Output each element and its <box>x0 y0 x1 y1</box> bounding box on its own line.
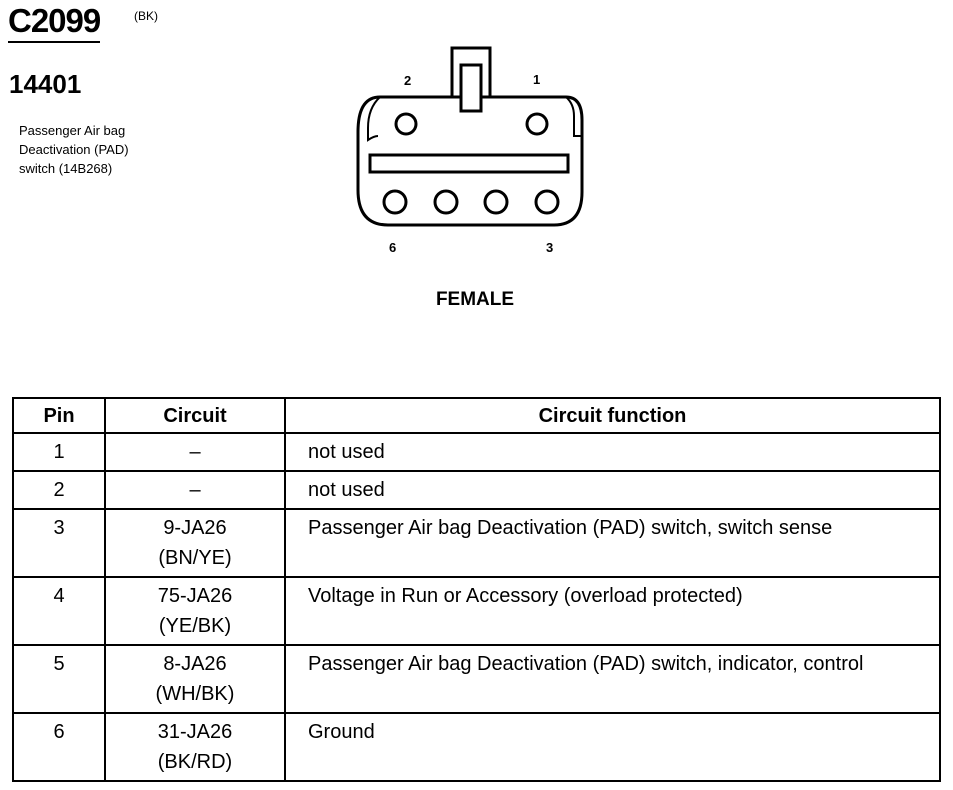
pin-cell: 4 <box>12 576 106 646</box>
function-cell: Passenger Air bag Deactivation (PAD) swi… <box>284 644 941 714</box>
pin-cavity-2 <box>394 112 418 136</box>
description-line-1: Passenger Air bag <box>19 123 126 138</box>
table-row: 1 – not used <box>12 432 941 472</box>
circuit-cell: 75-JA26 (YE/BK) <box>104 576 286 646</box>
wire-color: (BK/RD) <box>157 751 233 773</box>
circuit-cell: 31-JA26 (BK/RD) <box>104 712 286 782</box>
part-number: 14401 <box>9 69 82 99</box>
face-label-pin-6: 6 <box>389 240 396 255</box>
function-cell: not used <box>284 470 941 510</box>
table-row: 2 – not used <box>12 470 941 510</box>
header-circuit: Circuit <box>104 397 286 434</box>
table-row: 3 9-JA26 (BN/YE) Passenger Air bag Deact… <box>12 508 941 578</box>
face-label-pin-3: 3 <box>546 240 553 255</box>
face-label-pin-1: 1 <box>533 72 540 87</box>
circuit-id: – <box>189 479 201 501</box>
wire-color: (YE/BK) <box>158 615 232 637</box>
connector-description: Passenger Air bag Deactivation (PAD) swi… <box>19 121 219 178</box>
table-row: 6 31-JA26 (BK/RD) Ground <box>12 712 941 782</box>
header-circuit-function: Circuit function <box>284 397 941 434</box>
table-header-row: Pin Circuit Circuit function <box>12 397 941 434</box>
function-cell: Passenger Air bag Deactivation (PAD) swi… <box>284 508 941 578</box>
pin-cavity-3 <box>534 189 560 215</box>
circuit-id: 31-JA26 <box>157 721 233 743</box>
color-code: (BK) <box>134 9 158 23</box>
pin-cavity-5 <box>433 189 459 215</box>
function-cell: Voltage in Run or Accessory (overload pr… <box>284 576 941 646</box>
pin-cell: 2 <box>12 470 106 510</box>
connector-key-notch-left <box>367 96 381 142</box>
connector-id: C2099 <box>8 2 101 43</box>
circuit-id: 9-JA26 <box>163 517 227 539</box>
pin-cell: 6 <box>12 712 106 782</box>
description-line-3: switch (14B268) <box>19 161 113 176</box>
circuit-id: – <box>189 441 201 463</box>
circuit-id: 8-JA26 <box>163 653 227 675</box>
circuit-id: 75-JA26 <box>157 585 233 607</box>
connector-gender-label: FEMALE <box>435 289 515 310</box>
header-pin: Pin <box>12 397 106 434</box>
table-row: 5 8-JA26 (WH/BK) Passenger Air bag Deact… <box>12 644 941 714</box>
pin-cavity-1 <box>525 112 549 136</box>
pin-cavity-6 <box>382 189 408 215</box>
circuit-cell: 8-JA26 (WH/BK) <box>104 644 286 714</box>
wire-color: (WH/BK) <box>155 683 235 705</box>
pin-cell: 5 <box>12 644 106 714</box>
pin-cell: 3 <box>12 508 106 578</box>
circuit-cell: – <box>104 470 286 510</box>
pinout-table: Pin Circuit Circuit function 1 – not use… <box>12 397 941 782</box>
description-line-2: Deactivation (PAD) <box>19 142 129 157</box>
pin-cavity-4 <box>483 189 509 215</box>
pin-cell: 1 <box>12 432 106 472</box>
function-cell: Ground <box>284 712 941 782</box>
connector-face-diagram: 2 1 6 3 <box>356 46 584 255</box>
connector-key-notch-right <box>565 96 582 137</box>
circuit-cell: 9-JA26 (BN/YE) <box>104 508 286 578</box>
circuit-cell: – <box>104 432 286 472</box>
connector-slot <box>368 153 570 174</box>
connector-housing <box>356 95 584 227</box>
function-cell: not used <box>284 432 941 472</box>
table-row: 4 75-JA26 (YE/BK) Voltage in Run or Acce… <box>12 576 941 646</box>
locking-tab-inner <box>459 63 483 113</box>
wire-color: (BN/YE) <box>158 547 232 569</box>
face-label-pin-2: 2 <box>404 73 411 88</box>
